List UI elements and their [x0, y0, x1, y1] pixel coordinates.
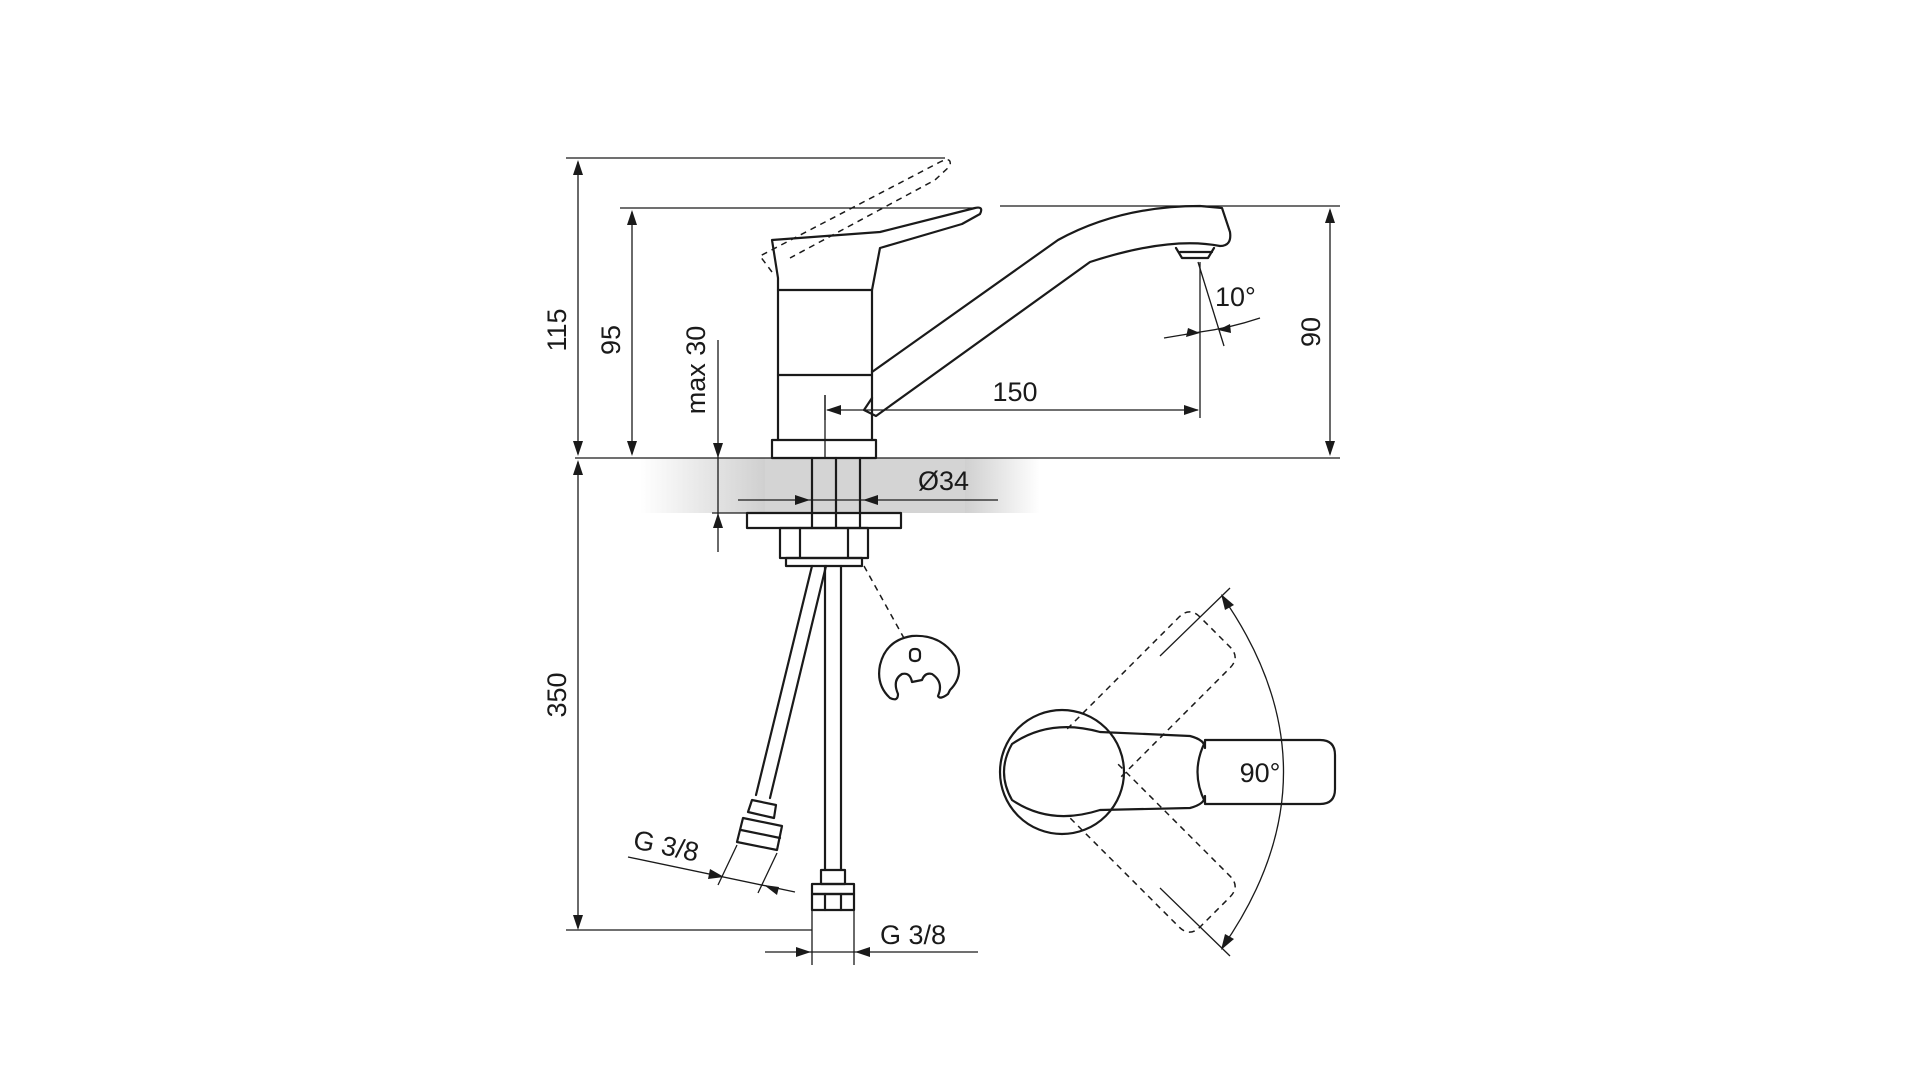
mounting-plate	[745, 511, 903, 530]
base-flange	[770, 438, 878, 460]
label-thread-left: G 3/8	[631, 825, 702, 868]
label-spout-angle: 10°	[1215, 282, 1256, 312]
label-lever-rotation: 90°	[1240, 758, 1281, 788]
mounting-nut	[778, 526, 870, 560]
hose-angled-edge-2	[768, 564, 828, 800]
horseshoe-clip	[863, 565, 961, 701]
rotation-line-bottom	[1159, 887, 1231, 957]
label-max-mount: max 30	[681, 326, 711, 415]
angle-line-10	[1197, 261, 1225, 347]
label-spout-reach: 150	[992, 377, 1037, 407]
hose-vertical-fitting	[810, 868, 856, 912]
handle-joint	[1196, 740, 1207, 804]
lever-right-position	[1066, 763, 1236, 933]
faucet-top-view: 90°	[998, 587, 1337, 957]
label-lever-height: 95	[596, 325, 626, 355]
faucet-side-view	[745, 159, 1232, 568]
countertop-shade-right	[965, 458, 1040, 513]
clip-hole	[908, 647, 922, 663]
label-thread-right: G 3/8	[880, 920, 946, 950]
ext-line-thread-left-2	[757, 852, 778, 894]
hoses	[735, 564, 856, 912]
faucet-body	[776, 288, 874, 442]
lever-raised-outline	[758, 159, 952, 273]
dimensions-side-view: 115 95 max 30 90 150 10°	[542, 157, 1340, 965]
label-spout-height: 90	[1296, 317, 1326, 347]
clip-leader	[863, 565, 906, 641]
clip-shape	[878, 634, 961, 701]
label-total-height: 115	[542, 308, 572, 351]
hose-angled-edge-1	[754, 564, 814, 797]
hose-angled-fitting	[735, 798, 784, 852]
label-hose-length: 350	[542, 672, 572, 717]
rotation-line-top	[1159, 587, 1231, 657]
spout	[862, 204, 1232, 418]
nut-washer	[784, 556, 864, 568]
top-view-handle	[1002, 726, 1337, 818]
top-view-body	[998, 708, 1126, 836]
lever-left-position	[1066, 611, 1236, 781]
ext-line-thread-left-1	[717, 844, 738, 886]
countertop-shade-left	[640, 458, 765, 513]
label-base-diameter: Ø34	[918, 466, 969, 496]
lever-handle	[770, 206, 983, 292]
rotation-arc	[1221, 595, 1285, 949]
